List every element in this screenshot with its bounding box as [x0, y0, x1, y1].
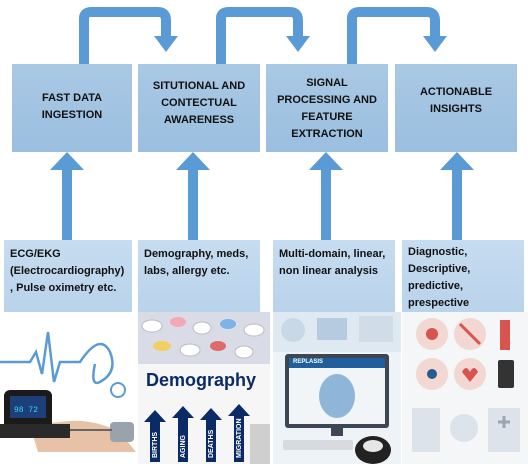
detail-box-signal-processing: Multi-domain, linear, non linear analysi…	[273, 240, 395, 312]
stage-title-line: ACTIONABLE	[419, 86, 493, 98]
photo-placeholder	[250, 424, 270, 464]
connector-1-2-head	[154, 36, 178, 52]
detail-line: Diagnostic,	[408, 246, 468, 258]
stethoscope-icon	[110, 382, 126, 398]
thermometer-icon	[500, 320, 510, 350]
connector-1-2	[79, 7, 171, 64]
insights-icons-grid	[412, 318, 520, 452]
arrow-label-births: BIRTHS	[152, 431, 159, 458]
software-image: REPLASIS	[273, 312, 401, 464]
up-arrow-1	[50, 152, 84, 240]
stage-box-situational-awareness: SITUTIONAL AND CONTECTUAL AWARENESS	[138, 64, 260, 152]
stage-title-line: AWARENESS	[163, 114, 235, 126]
stage-title-line: FAST DATA	[41, 92, 103, 104]
arrow-label-aging: AGING	[180, 435, 187, 458]
keyboard-icon	[283, 440, 353, 450]
stage-title-line: INGESTION	[41, 109, 103, 121]
stage-title-line: SITUTIONAL AND	[152, 80, 246, 92]
stage-title-line: CONTECTUAL	[161, 97, 237, 109]
finger-probe-icon	[110, 422, 134, 442]
detail-line: predictive, prespective	[408, 280, 470, 309]
crystal-ball-icon	[450, 414, 478, 442]
connector-2-3-head	[286, 36, 310, 52]
connector-3-4-head	[423, 36, 447, 52]
detail-line: , Pulse oximetry etc.	[10, 282, 117, 294]
ecg-illustration: 98 72	[0, 331, 136, 452]
connector-2-3	[216, 7, 303, 64]
arrow-label-migration: MIGRATION	[236, 418, 243, 458]
demography-title: Demography	[146, 370, 257, 390]
detail-box-awareness: Demography, meds, labs, allergy etc.	[138, 240, 260, 312]
detail-line: Demography, meds,	[144, 248, 249, 260]
detail-line: ECG/EKG	[10, 248, 61, 260]
stage-title-line: EXTRACTION	[291, 128, 363, 140]
arrow-label-deaths: DEATHS	[208, 429, 215, 458]
software-brand: REPLASIS	[293, 359, 324, 365]
stage-title-line: PROCESSING AND	[277, 94, 377, 106]
computer-illustration	[273, 312, 401, 464]
detail-box-insights: Diagnostic, Descriptive, predictive, pre…	[402, 240, 524, 312]
detail-box-ingestion: ECG/EKG (Electrocardiography) , Pulse ox…	[4, 240, 132, 312]
ecg-oximeter-image: 98 72	[0, 312, 136, 464]
stage-box-signal-processing: SIGNAL PROCESSING AND FEATURE EXTRACTION	[266, 64, 388, 152]
insights-icons-image	[402, 312, 528, 464]
stage-box-actionable-insights: ACTIONABLE INSIGHTS	[395, 64, 517, 152]
detail-line: Descriptive,	[408, 263, 471, 275]
up-arrow-4	[440, 152, 474, 240]
prescription-icon	[488, 408, 520, 452]
up-arrow-2	[176, 152, 210, 240]
stage-title-line: INSIGHTS	[430, 103, 482, 115]
stage-box-fast-data-ingestion: FAST DATA INGESTION	[12, 64, 132, 152]
stage-title-line: FEATURE	[301, 111, 353, 123]
up-arrow-3	[309, 152, 343, 240]
demography-image: Demography BIRTHS AGING DEATHS MIGRATION	[138, 312, 270, 464]
detail-line: (Electrocardiography)	[10, 265, 125, 277]
pills-illustration	[138, 312, 270, 464]
face-scan-icon	[319, 374, 355, 418]
ecg-wave-icon	[0, 331, 114, 385]
detail-line: Multi-domain, linear,	[279, 248, 386, 260]
stage-title-line: SIGNAL	[306, 77, 348, 89]
connector-3-4	[347, 7, 440, 64]
detail-line: labs, allergy etc.	[144, 265, 230, 277]
mobile-phone-icon	[498, 360, 514, 388]
patient-record-icon	[412, 408, 440, 452]
svg-text:98 72: 98 72	[14, 406, 38, 415]
detail-line: non linear analysis	[279, 265, 379, 277]
